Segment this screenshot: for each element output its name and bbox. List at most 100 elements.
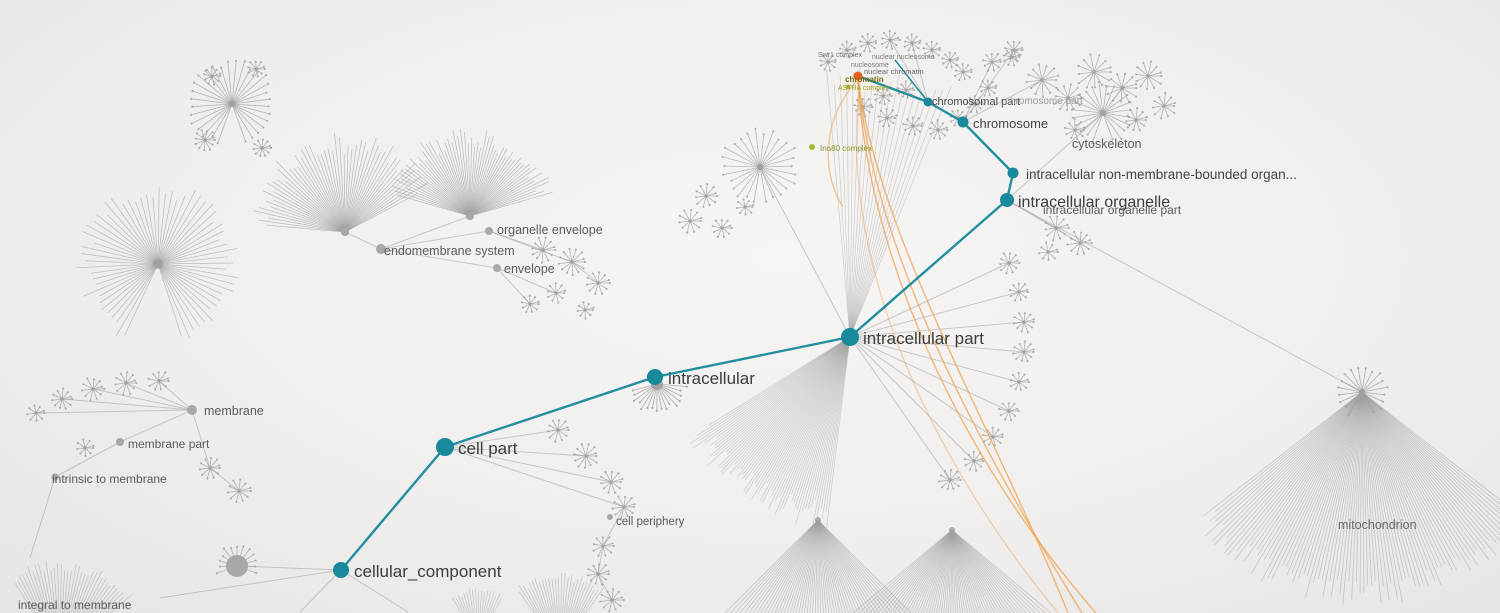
cluster-burst[interactable] — [592, 536, 615, 557]
cluster-burst[interactable] — [1025, 63, 1060, 98]
node-cellular-component[interactable] — [333, 562, 349, 578]
cluster-burst[interactable] — [982, 53, 1002, 72]
label-chromosome[interactable]: chromosome — [973, 116, 1048, 131]
cluster-burst[interactable] — [1013, 312, 1035, 334]
cluster-burst[interactable] — [1063, 118, 1086, 141]
cluster-burst[interactable] — [963, 450, 985, 472]
cluster-burst[interactable] — [198, 456, 221, 480]
cluster-burst[interactable] — [999, 252, 1021, 275]
cluster-burst[interactable] — [520, 294, 540, 314]
cluster-fan[interactable] — [706, 517, 930, 613]
cluster-fan[interactable] — [1202, 391, 1500, 605]
node-cell-part[interactable] — [436, 438, 454, 456]
node-cluster-core[interactable] — [341, 228, 349, 236]
cluster-burst[interactable] — [966, 95, 985, 114]
node-cluster-core[interactable] — [466, 212, 474, 220]
cluster-burst[interactable] — [979, 79, 998, 97]
cluster-fan[interactable] — [189, 59, 271, 145]
cluster-burst[interactable] — [203, 66, 222, 86]
cluster-burst[interactable] — [998, 402, 1020, 422]
cluster-burst[interactable] — [711, 219, 733, 239]
cluster-burst[interactable] — [859, 32, 878, 53]
label-chromosomal-part[interactable]: chromosomal part — [932, 96, 1020, 108]
node-organelle-envelope[interactable] — [485, 227, 493, 235]
node-intrinsic-to-membrane[interactable] — [51, 473, 59, 481]
node-chromosomal-part[interactable] — [923, 97, 933, 107]
cluster-burst[interactable] — [546, 419, 570, 443]
cluster-burst[interactable] — [903, 33, 922, 52]
cluster-burst[interactable] — [557, 247, 587, 277]
cluster-burst[interactable] — [80, 377, 106, 402]
cluster-burst[interactable] — [599, 588, 625, 613]
cluster-burst[interactable] — [1004, 40, 1024, 61]
cluster-burst[interactable] — [1104, 72, 1138, 103]
cluster-burst[interactable] — [1044, 215, 1070, 242]
node-endomembrane-system[interactable] — [376, 244, 386, 254]
node-chromatin-selected[interactable] — [853, 71, 863, 81]
cluster-burst[interactable] — [1009, 371, 1031, 391]
cluster-fan[interactable] — [721, 127, 797, 203]
label-intracellular-non-membrane-bounded-organelle[interactable]: intracellular non-membrane-bounded organ… — [1026, 167, 1297, 182]
cluster-burst[interactable] — [226, 478, 252, 504]
label-intracellular-part[interactable]: intracellular part — [863, 329, 984, 348]
cluster-burst[interactable] — [114, 371, 138, 396]
cluster-burst[interactable] — [600, 470, 624, 494]
node-ino80-complex[interactable] — [809, 144, 815, 150]
label-cell-part[interactable]: cell part — [458, 439, 518, 458]
cluster-burst[interactable] — [938, 469, 962, 491]
cluster-burst[interactable] — [252, 138, 273, 157]
cluster-burst[interactable] — [576, 301, 595, 320]
cluster-burst[interactable] — [611, 495, 636, 520]
cluster-burst[interactable] — [922, 40, 941, 59]
cluster-burst[interactable] — [1053, 83, 1083, 112]
cluster-burst[interactable] — [1008, 282, 1029, 302]
label-cellular-component[interactable]: cellular_component — [354, 562, 502, 581]
cluster-burst[interactable] — [695, 182, 719, 208]
label-intracellular-organelle[interactable]: intracellular organelle — [1018, 194, 1170, 211]
cluster-burst[interactable] — [586, 563, 611, 586]
cluster-fan[interactable] — [76, 187, 239, 339]
cluster-burst[interactable] — [902, 116, 924, 136]
cluster-burst[interactable] — [147, 371, 170, 391]
cluster-burst[interactable] — [1037, 241, 1059, 261]
cluster-fan[interactable] — [832, 527, 1082, 613]
node-cell-periphery[interactable] — [607, 514, 613, 520]
cluster-burst[interactable] — [877, 108, 898, 128]
cluster-fan[interactable] — [452, 588, 503, 613]
cluster-burst[interactable] — [1151, 91, 1177, 120]
cluster-fan[interactable] — [518, 572, 605, 613]
cluster-burst[interactable] — [546, 282, 567, 304]
cluster-fan[interactable] — [690, 336, 851, 528]
cluster-fan[interactable] — [1337, 367, 1389, 417]
cluster-burst[interactable] — [194, 129, 217, 152]
node-intracellular-part[interactable] — [841, 328, 859, 346]
cluster-fan[interactable] — [391, 129, 553, 220]
cluster-burst[interactable] — [1135, 60, 1163, 91]
cluster-burst[interactable] — [880, 30, 901, 50]
cluster-burst[interactable] — [1012, 340, 1035, 363]
cluster-burst[interactable] — [941, 51, 960, 69]
cluster-burst[interactable] — [982, 426, 1004, 447]
cluster-fan[interactable] — [253, 133, 428, 236]
node-chromosome[interactable] — [957, 116, 969, 128]
cluster-burst[interactable] — [76, 438, 95, 458]
node-membrane[interactable] — [187, 405, 197, 415]
cluster-burst[interactable] — [26, 404, 46, 422]
cluster-burst[interactable] — [585, 271, 611, 295]
cluster-fan[interactable] — [14, 561, 133, 613]
node-envelope[interactable] — [493, 264, 501, 272]
cluster-burst[interactable] — [1066, 230, 1094, 256]
cluster-burst[interactable] — [819, 52, 837, 72]
cluster-burst[interactable] — [838, 40, 857, 59]
cluster-burst[interactable] — [678, 208, 703, 234]
cluster-burst[interactable] — [247, 60, 266, 78]
cluster-burst[interactable] — [1077, 53, 1112, 89]
node-astra-complex[interactable] — [845, 84, 851, 90]
node-intracellular[interactable] — [647, 369, 663, 385]
node-intracellular-organelle[interactable] — [1000, 193, 1014, 207]
cluster-burst[interactable] — [531, 236, 557, 264]
cluster-fan[interactable] — [1070, 80, 1132, 145]
node-intracellular-non-membrane-bounded-organelle[interactable] — [1007, 167, 1019, 179]
